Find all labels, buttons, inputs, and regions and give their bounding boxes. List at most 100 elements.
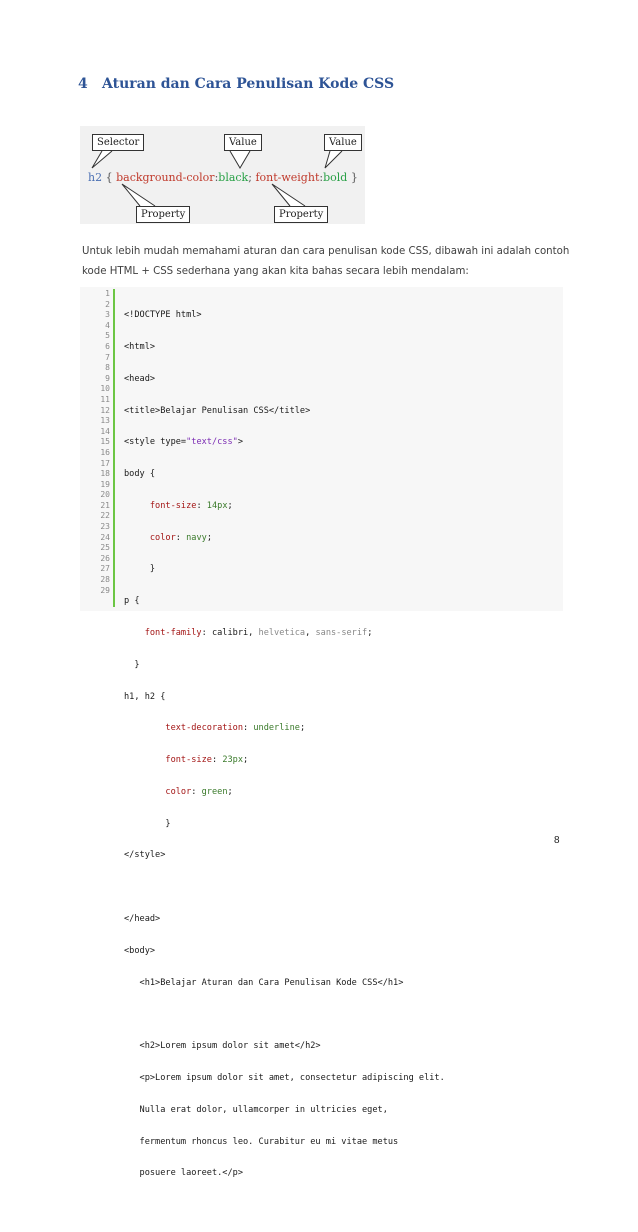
code-line-8: color: navy; [124,533,445,544]
code-text: ; [206,532,212,543]
code-text: ; [367,628,373,638]
value-label-1: Value [224,134,262,151]
code-line-5: <style type="text/css"> [124,437,445,448]
property-label-2: Property [274,206,329,223]
code-line-11: font-family: calibri, helvetica, sans-se… [124,628,445,639]
rule-colon-1: : [214,171,219,184]
line-number: 20 [100,490,110,500]
rule-semicolon: ; [248,171,252,184]
code-text: <p>Lorem ipsum dolor sit amet, consectet… [124,1072,445,1083]
line-number: 25 [100,543,110,553]
line-number: 28 [100,575,110,585]
line-number: 27 [100,564,110,574]
code-text: <head> [124,373,156,384]
line-number: 8 [105,363,110,373]
code-text: : [175,532,187,543]
code-text: , [305,628,316,638]
rule-value-1: black [218,171,249,184]
code-line-2: <html> [124,342,445,353]
rule-open-brace: { [105,171,113,184]
code-line-25: <p>Lorem ipsum dolor sit amet, consectet… [124,1073,445,1084]
line-number: 14 [100,426,110,436]
code-line-20: </head> [124,914,445,925]
value-pointer-1 [229,150,251,169]
property-pointer-1 [121,183,156,207]
selector-pointer [91,150,113,169]
rule-selector: h2 [88,171,103,184]
code-text: ; [243,755,249,766]
code-text: <html> [124,341,156,352]
code-line-4: <title>Belajar Penulisan CSS</title> [124,406,445,417]
code-line-22: <h1>Belajar Aturan dan Cara Penulisan Ko… [124,978,445,989]
code-line-28: posuere laoreet.</p> [124,1168,445,1179]
code-text: <h2>Lorem ipsum dolor sit amet</h2> [124,1041,321,1052]
gutter-bar [113,289,115,607]
rule-value-2: bold [323,171,348,184]
css-rule-example: h2 { background-color:black; font-weight… [88,171,358,184]
code-line-24: <h2>Lorem ipsum dolor sit amet</h2> [124,1041,445,1052]
code-text: ; [227,500,233,511]
code-line-7: font-size: 14px; [124,501,445,512]
code-value: navy [186,532,207,543]
line-number: 9 [105,373,110,383]
line-number: 7 [105,352,110,362]
code-text: } [124,659,140,670]
code-text: ; [227,786,233,797]
code-line-1: <!DOCTYPE html> [124,310,445,321]
section-heading: 4 Aturan dan Cara Penulisan Kode CSS [78,76,394,92]
line-number: 1 [105,289,110,298]
code-line-23 [124,1009,445,1020]
code-line-17: } [124,819,445,830]
code-text: </style> [124,850,166,861]
line-number: 2 [105,299,110,309]
code-line-9: } [124,564,445,575]
code-text: > [237,437,244,448]
line-number: 18 [100,469,110,479]
css-syntax-diagram: Selector Value Value h2 { background-col… [80,126,365,224]
selector-label: Selector [92,134,145,151]
code-text: <title>Belajar Penulisan CSS</title> [124,405,311,416]
code-line-26: Nulla erat dolor, ullamcorper in ultrici… [124,1105,445,1116]
code-line-12: } [124,660,445,671]
code-text: </head> [124,914,161,925]
line-number: 22 [100,511,110,521]
property-label-1: Property [136,206,191,223]
line-number: 26 [100,553,110,563]
line-number: 17 [100,458,110,468]
code-line-29 [124,1200,445,1211]
line-number: 16 [100,447,110,457]
line-number: 4 [105,320,110,330]
code-property: color [124,532,176,543]
code-text: h1, h2 { [124,691,166,702]
code-property: color [124,786,192,797]
code-text: ; [299,723,306,734]
section-number: 4 [78,76,88,92]
section-title: Aturan dan Cara Penulisan Kode CSS [102,76,395,92]
line-number: 15 [100,437,110,447]
code-text: : [191,786,202,797]
code-value: sans-serif [315,628,368,638]
page-number: 8 [554,835,560,846]
value-label-2: Value [324,134,362,151]
line-number: 3 [105,310,110,320]
diagram-pointers [91,150,343,207]
code-text: <body> [124,945,156,956]
intro-paragraph: Untuk lebih mudah memahami aturan dan ca… [82,242,569,282]
code-text: : calibri, [201,628,259,638]
line-number: 12 [100,405,110,415]
code-property: font-size [124,755,212,766]
code-text: } [124,818,171,829]
line-number: 29 [100,585,110,595]
code-line-18: </style> [124,850,445,861]
code-text: <!DOCTYPE html> [124,310,202,321]
code-value: green [201,786,228,797]
code-string: "text/css" [186,437,238,448]
code-value: 23px [222,755,244,766]
code-line-15: font-size: 23px; [124,755,445,766]
code-line-19 [124,882,445,893]
line-number: 24 [100,532,110,542]
code-property: font-family [124,628,202,638]
code-line-14: text-decoration: underline; [124,723,445,734]
code-line-10: p { [124,596,445,607]
rule-colon-2: : [319,171,324,184]
